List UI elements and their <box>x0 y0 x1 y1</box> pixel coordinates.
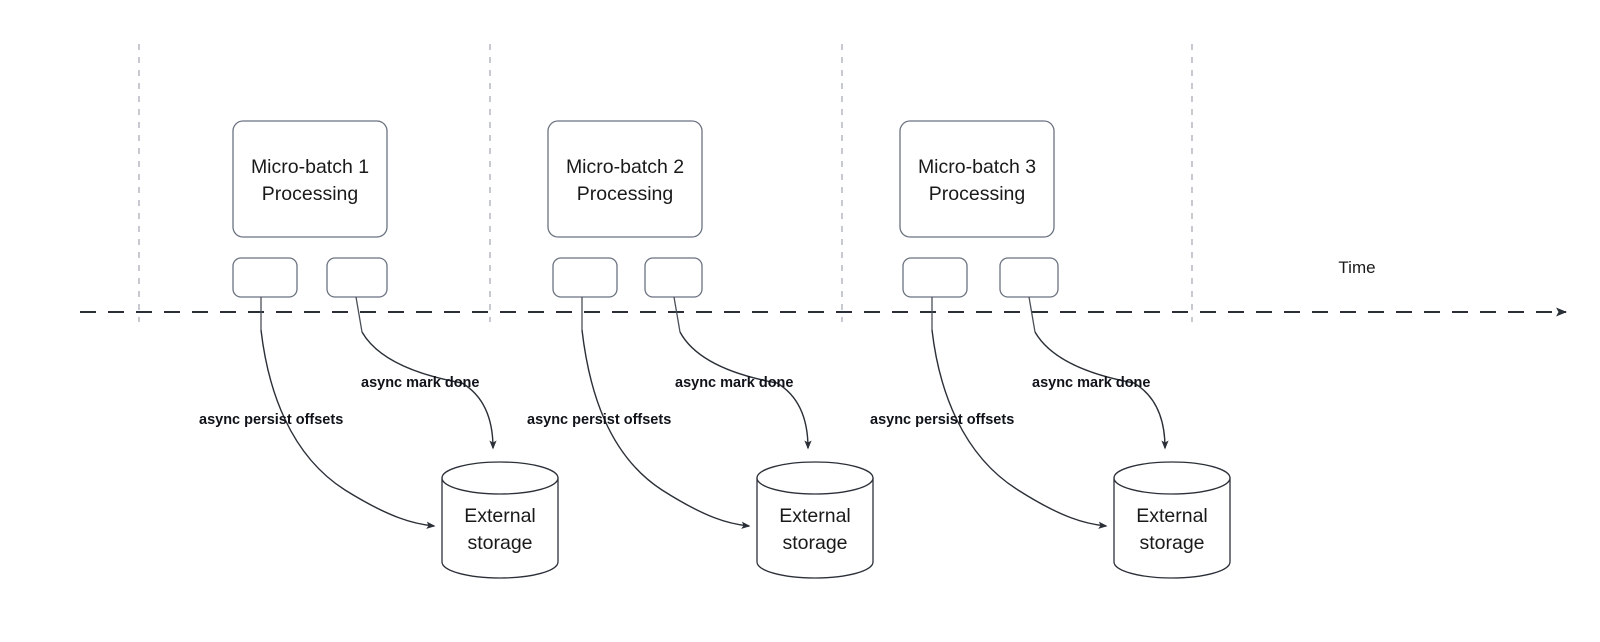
external-storage-body <box>1113 477 1231 579</box>
external-storage-label-line2: storage <box>467 532 532 554</box>
time-axis: Time <box>80 258 1567 317</box>
micro-batch-label-line2: Processing <box>929 183 1025 205</box>
task-box-mark[interactable] <box>999 257 1059 298</box>
micro-batch-box[interactable] <box>232 120 388 238</box>
micro-batch-label-line2: Processing <box>262 183 358 205</box>
label-mark-done: async mark done <box>675 375 793 391</box>
external-storage-body <box>756 477 874 579</box>
task-stem-2 <box>355 296 363 333</box>
micro-batch-label-line1: Micro-batch 3 <box>918 156 1036 178</box>
external-storage-top <box>1113 461 1231 495</box>
task-box-persist[interactable] <box>902 257 968 298</box>
external-storage-label-line1: External <box>1136 505 1208 527</box>
group-3: Micro-batch 3 Processing async persist off… <box>870 120 1231 579</box>
micro-batch-box[interactable] <box>899 120 1055 238</box>
micro-batch-label-line1: Micro-batch 2 <box>566 156 684 178</box>
external-storage-label-line1: External <box>464 505 536 527</box>
label-mark-done: async mark done <box>361 375 479 391</box>
micro-batch-label-line1: Micro-batch 1 <box>251 156 369 178</box>
group-2: Micro-batch 2 Processing async persist off… <box>527 120 874 579</box>
external-storage-label-line2: storage <box>1139 532 1204 554</box>
flow-persist-offsets <box>260 329 436 529</box>
external-storage-label-line2: storage <box>782 532 847 554</box>
micro-batch-groups: Micro-batch 1 Processing async persist off… <box>199 120 1231 579</box>
external-storage-label-line1: External <box>779 505 851 527</box>
external-storage-top <box>441 461 559 495</box>
label-persist-offsets: async persist offsets <box>199 412 343 428</box>
label-mark-done: async mark done <box>1032 375 1150 391</box>
task-box-persist[interactable] <box>232 257 298 298</box>
micro-batch-label-line2: Processing <box>577 183 673 205</box>
flow-persist-offsets <box>931 329 1108 529</box>
group-1: Micro-batch 1 Processing async persist off… <box>199 120 559 579</box>
task-stem-2 <box>673 296 681 333</box>
external-storage-top <box>756 461 874 495</box>
label-persist-offsets: async persist offsets <box>870 412 1014 428</box>
micro-batch-box[interactable] <box>547 120 703 238</box>
flow-mark-done <box>1034 331 1169 450</box>
external-storage-body <box>441 477 559 579</box>
flow-persist-offsets <box>581 329 751 529</box>
task-stem-2 <box>1028 296 1036 333</box>
task-box-persist[interactable] <box>552 257 618 298</box>
time-axis-label: Time <box>1338 258 1375 277</box>
task-box-mark[interactable] <box>644 257 703 298</box>
flow-mark-done <box>361 331 497 450</box>
flow-mark-done <box>679 331 812 450</box>
task-box-mark[interactable] <box>326 257 388 298</box>
label-persist-offsets: async persist offsets <box>527 412 671 428</box>
